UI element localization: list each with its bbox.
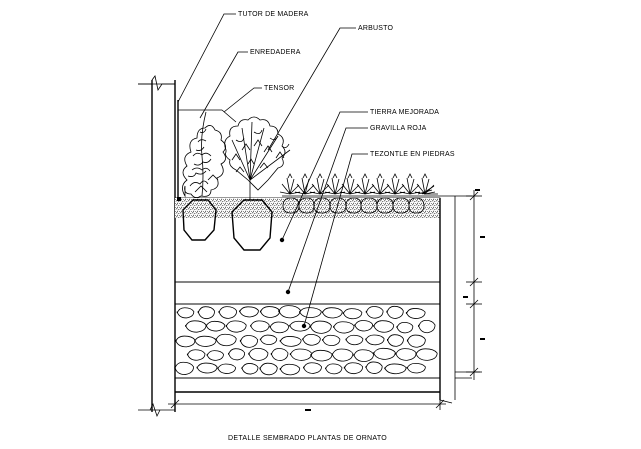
tezontle-stone (353, 349, 374, 363)
tierra-mejorada-layer (174, 197, 441, 283)
tezontle-stone (310, 349, 333, 362)
tezontle-stone (322, 334, 341, 347)
tezontle-stone (278, 305, 301, 319)
tezontle-stone (250, 320, 270, 333)
tezontle-stone (309, 320, 332, 334)
tezontle-stone (303, 362, 322, 374)
tezontle-stone (384, 363, 407, 375)
tezontle-stone (176, 307, 195, 319)
tezontle-stone (321, 307, 343, 319)
label-tensor: TENSOR (264, 85, 294, 92)
tezontle-stone (365, 361, 383, 374)
tezontle-stone (325, 363, 343, 375)
tezontle-stone (373, 320, 395, 333)
tezontle-stone (302, 333, 321, 346)
tezontle-stone-layer (174, 303, 441, 379)
tezontle-stone (175, 335, 196, 348)
groundcover-tuft (339, 173, 361, 195)
tezontle-stone (365, 334, 385, 346)
tezontle-stone (299, 307, 322, 319)
annotation-labels: TUTOR DE MADERA ENREDADERA TENSOR ARBUST… (238, 11, 455, 158)
tezontle-stone (206, 350, 224, 361)
tezontle-stone (354, 320, 374, 332)
groundcover-tuft (294, 173, 316, 195)
gravel-band-layer (174, 281, 441, 305)
label-arbusto: ARBUSTO (358, 25, 393, 32)
tezontle-stone (289, 320, 311, 332)
tezontle-stone (218, 306, 238, 319)
shrub-plant (224, 116, 291, 200)
tezontle-stone (225, 320, 247, 333)
tezontle-stone (289, 348, 313, 361)
retaining-wall (138, 75, 176, 418)
groundcover-tuft (324, 173, 346, 195)
label-tierra-mejorada: TIERRA MEJORADA (370, 109, 439, 116)
tezontle-stone (418, 319, 436, 334)
tezontle-stone (248, 347, 269, 361)
tezontle-stone (331, 348, 354, 362)
tezontle-stone (259, 306, 281, 318)
groundcover-tuft (354, 173, 376, 195)
groundcover-plants (279, 173, 440, 197)
tezontle-stone (365, 306, 384, 319)
tezontle-stone (396, 321, 414, 334)
tezontle-stone (406, 334, 426, 348)
tezontle-stone (228, 348, 246, 361)
drawing-caption: DETALLE SEMBRADO PLANTAS DE ORNATO (228, 435, 387, 442)
tezontle-stone (259, 334, 278, 346)
tezontle-stone (405, 308, 426, 319)
tezontle-stone (279, 336, 302, 347)
tezontle-stone (196, 362, 218, 374)
wooden-stake (177, 100, 181, 201)
groundcover-tuft (279, 173, 301, 195)
tezontle-stone (343, 362, 364, 375)
groundcover-tuft (414, 173, 436, 195)
tezontle-stone (174, 361, 194, 375)
tezontle-stone (395, 348, 417, 361)
groundcover-tuft (384, 173, 406, 195)
tezontle-stone (217, 363, 236, 374)
tezontle-stone (415, 348, 438, 361)
groundcover-tuft (369, 173, 391, 195)
label-tutor: TUTOR DE MADERA (238, 11, 309, 18)
tezontle-stone (186, 349, 206, 361)
groundcover-tuft (399, 173, 421, 195)
label-gravilla-roja: GRAVILLA ROJA (370, 125, 427, 132)
tezontle-stone (269, 321, 290, 334)
base-hatch-layer (174, 377, 441, 393)
vine-plant (182, 111, 226, 198)
label-enredadera: ENREDADERA (250, 49, 301, 56)
tezontle-stone (197, 306, 215, 320)
tezontle-stone (406, 362, 426, 374)
label-tezontle: TEZONTLE EN PIEDRAS (370, 151, 455, 158)
tezontle-stone (194, 335, 217, 347)
vertical-dimension (463, 189, 485, 380)
tezontle-stone (241, 363, 259, 375)
tezontle-stone (387, 334, 404, 347)
tezontle-stone (386, 305, 404, 319)
tezontle-stone (345, 334, 364, 346)
tezontle-stone (259, 362, 278, 376)
tezontle-stone (239, 306, 259, 318)
surface-stones (282, 197, 425, 214)
horizontal-dimension (168, 398, 446, 411)
tezontle-stone (239, 335, 259, 348)
tezontle-stone (333, 321, 355, 334)
tezontle-stone (205, 320, 226, 332)
tezontle-stone (270, 348, 289, 361)
tezontle-stone (185, 320, 207, 333)
tezontle-stone (215, 333, 237, 347)
tezontle-stone (279, 363, 301, 376)
groundcover-tuft (417, 185, 438, 195)
tezontle-stone (342, 308, 363, 320)
leader-lines (177, 13, 368, 329)
tezontle-stone (373, 347, 396, 360)
tensor-wire (178, 109, 237, 123)
